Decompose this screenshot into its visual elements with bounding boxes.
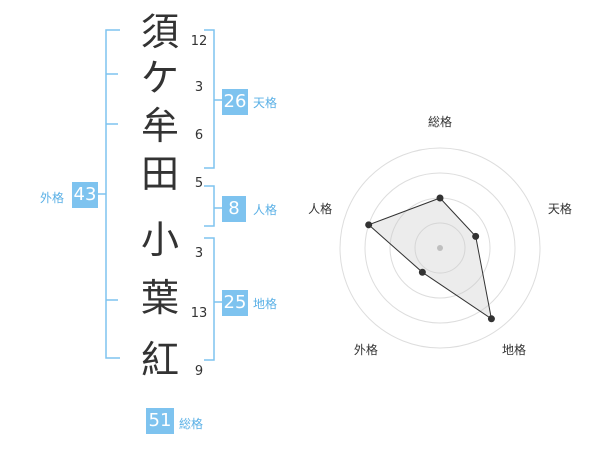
radar-point-1	[436, 194, 444, 202]
radar-grid	[339, 147, 541, 349]
chikaku-value: 25	[222, 290, 248, 316]
stroke-count-5: 3	[194, 246, 204, 261]
tenkaku-bracket	[204, 29, 222, 169]
radar-ring-4	[339, 147, 541, 349]
chikaku-label: 地格	[253, 297, 278, 311]
name-char-6: 葉	[140, 276, 179, 320]
jinkaku-label: 人格	[253, 203, 278, 217]
gaikaku-value: 43	[72, 182, 98, 208]
radar-point-2	[472, 232, 480, 240]
radar-axis-label-5: 人格	[308, 201, 332, 216]
radar-axis-label-3: 地格	[502, 342, 526, 357]
name-char-2: ケ	[140, 56, 179, 100]
gaikaku-label: 外格	[40, 191, 65, 205]
radar-ring-1	[414, 222, 466, 274]
radar-point-4	[418, 268, 426, 276]
stroke-count-1: 12	[190, 34, 208, 49]
gaikaku-bracket	[98, 29, 120, 359]
radar-ring-3	[364, 172, 516, 324]
radar-points	[365, 194, 495, 323]
radar-axis-label-2: 天格	[548, 201, 572, 216]
radar-axis-label-4: 外格	[354, 342, 378, 357]
name-char-3: 牟	[140, 104, 179, 148]
jinkaku-value: 8	[222, 196, 246, 222]
stroke-count-4: 5	[194, 176, 204, 191]
radar-point-5	[365, 221, 373, 229]
name-char-7: 紅	[140, 338, 179, 382]
name-char-4: 田	[140, 152, 179, 196]
name-char-5: 小	[140, 218, 179, 262]
stroke-count-7: 9	[194, 364, 204, 379]
radar-center	[437, 245, 443, 251]
soukaku-value: 51	[146, 408, 174, 434]
radar-point-3	[487, 315, 495, 323]
stroke-count-2: 3	[194, 80, 204, 95]
soukaku-label: 総格	[179, 417, 204, 431]
tenkaku-value: 26	[222, 89, 248, 115]
radar-area	[367, 197, 493, 320]
name-char-1: 須	[140, 10, 179, 54]
tenkaku-label: 天格	[253, 96, 278, 110]
jinkaku-bracket	[204, 185, 222, 227]
chikaku-bracket	[204, 237, 222, 361]
stroke-count-3: 6	[194, 128, 204, 143]
stroke-count-6: 13	[190, 306, 208, 321]
radar-axis-label-1: 総格	[428, 114, 452, 129]
